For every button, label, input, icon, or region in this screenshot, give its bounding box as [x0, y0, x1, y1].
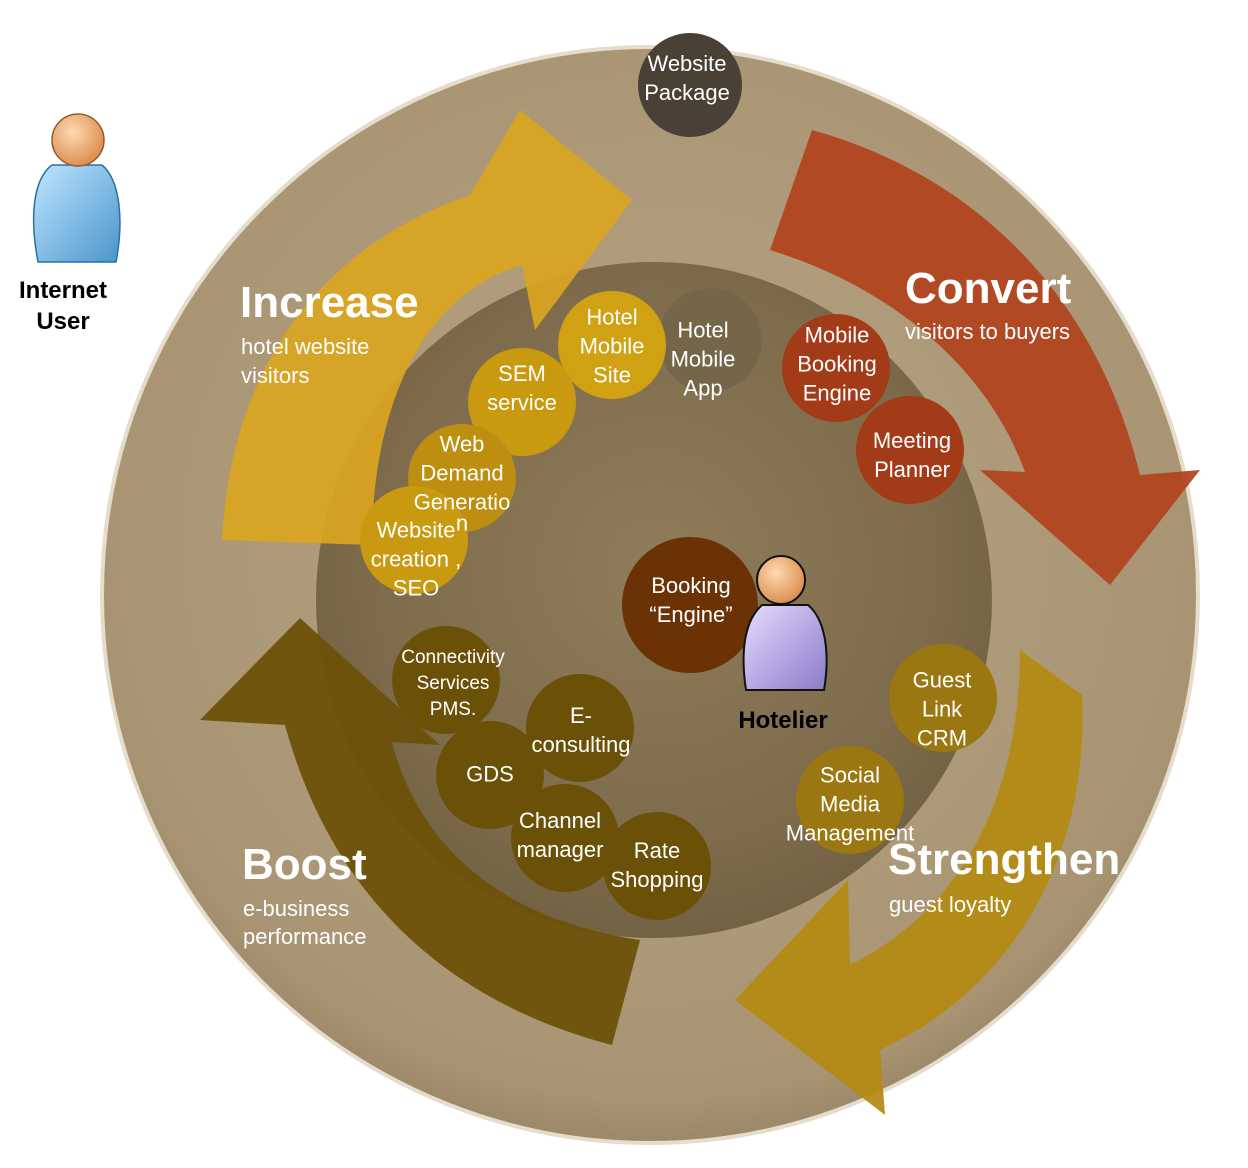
website-creation-l3: SEO: [392, 575, 440, 601]
gds-l1: GDS: [466, 761, 514, 787]
website-creation-l2: creation ,: [370, 546, 462, 572]
social-media-l2: Media: [820, 791, 880, 817]
hotelier-label: Hotelier: [718, 705, 848, 736]
convert-arrow: [770, 130, 1200, 585]
web-demand-l3: Generatio: [413, 489, 511, 515]
hotel-mobile-app-text: Hotel Mobile App: [671, 316, 736, 403]
mobile-booking-engine-text: Mobile Booking Engine: [797, 321, 877, 408]
channel-manager-bubble: [511, 784, 619, 892]
web-demand-l1: Web: [439, 431, 485, 457]
internet-user-icon: [32, 113, 121, 263]
boost-line2: performance: [243, 924, 367, 949]
connectivity-text: Connectivity Services PMS.: [401, 645, 505, 723]
hotel-mobile-app-l1: Hotel: [677, 317, 729, 343]
booking-engine-l2: “Engine”: [649, 602, 733, 627]
mobile-booking-engine-l2: Booking: [797, 351, 877, 377]
e-consulting-l2: consulting: [531, 732, 631, 757]
sem-service-l2: service: [487, 390, 557, 415]
booking-engine-bubble: [622, 537, 758, 673]
website-creation-l1: Website: [376, 517, 456, 543]
hotel-mobile-app-bubble: [658, 288, 762, 392]
connectivity-bubble: [392, 626, 500, 734]
hotel-mobile-site-l2: Mobile: [579, 333, 645, 359]
guest-link-bubble: [889, 644, 997, 752]
social-media-text: Social Media Management: [786, 761, 914, 848]
strengthen-title: Strengthen: [888, 835, 1121, 884]
booking-engine-l1: Booking: [651, 573, 731, 598]
hotelier-icon: [742, 555, 828, 691]
website-creation-text: Website creation , SEO: [371, 516, 462, 603]
meeting-planner-bubble: [856, 396, 964, 504]
boost-title: Boost: [242, 840, 367, 889]
hotelier-text: Hotelier: [738, 707, 828, 734]
mobile-booking-engine-l1: Mobile: [804, 322, 870, 348]
gds-text: GDS: [466, 760, 514, 789]
gds-bubble: [436, 721, 544, 829]
sem-service-l1: SEM: [498, 361, 546, 386]
website-package-l2: Package: [644, 80, 730, 105]
hotel-mobile-site-l1: Hotel: [586, 304, 638, 330]
web-demand-l4: n: [455, 510, 469, 536]
guest-link-text: Guest Link CRM: [913, 666, 972, 753]
meeting-planner-l1: Meeting: [872, 428, 952, 453]
sem-service-bubble: [468, 348, 576, 456]
website-package-text: Website Package: [644, 49, 730, 107]
social-media-bubble: [796, 746, 904, 854]
web-demand-text: Web Demand Generatio n: [413, 430, 511, 536]
social-media-l3: Management: [785, 820, 915, 846]
internet-user-line1: Internet: [18, 277, 107, 304]
meeting-planner-text: Meeting Planner: [873, 426, 951, 484]
e-consulting-text: E- consulting: [531, 701, 630, 759]
strengthen-line1: guest loyalty: [889, 892, 1012, 917]
increase-line2: visitors: [241, 363, 310, 388]
channel-manager-l1: Channel: [519, 808, 601, 833]
website-creation-bubble: [360, 486, 468, 594]
channel-manager-l2: manager: [516, 837, 604, 862]
e-consulting-bubble: [526, 674, 634, 782]
hotel-mobile-site-bubble: [558, 291, 666, 399]
guest-link-l1: Guest: [912, 667, 972, 693]
booking-engine-text: Booking “Engine”: [649, 571, 732, 629]
connectivity-l2: Services: [416, 673, 490, 694]
hotel-mobile-app-l2: Mobile: [670, 346, 736, 372]
guest-link-l2: Link: [921, 696, 963, 722]
boost-arrow: [200, 618, 640, 1045]
web-demand-l2: Demand: [420, 460, 504, 486]
internet-user-label: Internet User: [4, 275, 122, 337]
hotel-mobile-site-text: Hotel Mobile Site: [580, 303, 645, 390]
guest-link-l3: CRM: [916, 725, 968, 751]
internet-user-line2: User: [36, 308, 90, 335]
website-package-l1: Website: [647, 51, 727, 76]
rate-shopping-bubble: [603, 812, 711, 920]
e-consulting-l1: E-: [569, 703, 592, 728]
channel-manager-text: Channel manager: [517, 806, 604, 864]
increase-title: Increase: [240, 278, 419, 327]
rate-shopping-l2: Shopping: [610, 867, 704, 892]
rate-shopping-text: Rate Shopping: [611, 836, 704, 894]
mobile-booking-engine-l3: Engine: [802, 380, 872, 406]
increase-arrow: [222, 110, 632, 545]
website-package-bubble: [638, 33, 742, 137]
meeting-planner-l2: Planner: [874, 457, 950, 482]
hotel-mobile-site-l3: Site: [593, 362, 631, 388]
convert-title: Convert: [905, 264, 1072, 313]
sem-service-text: SEM service: [487, 359, 557, 417]
rate-shopping-l1: Rate: [633, 838, 681, 863]
convert-line1: visitors to buyers: [905, 319, 1071, 344]
connectivity-l1: Connectivity: [401, 647, 505, 668]
strengthen-arrow: [735, 650, 1083, 1115]
boost-line1: e-business: [243, 896, 350, 921]
increase-line1: hotel website: [241, 334, 370, 359]
social-media-l1: Social: [820, 762, 880, 788]
mobile-booking-engine-bubble: [782, 314, 890, 422]
hotel-mobile-app-l3: App: [683, 375, 723, 401]
connectivity-l3: PMS.: [429, 699, 477, 720]
